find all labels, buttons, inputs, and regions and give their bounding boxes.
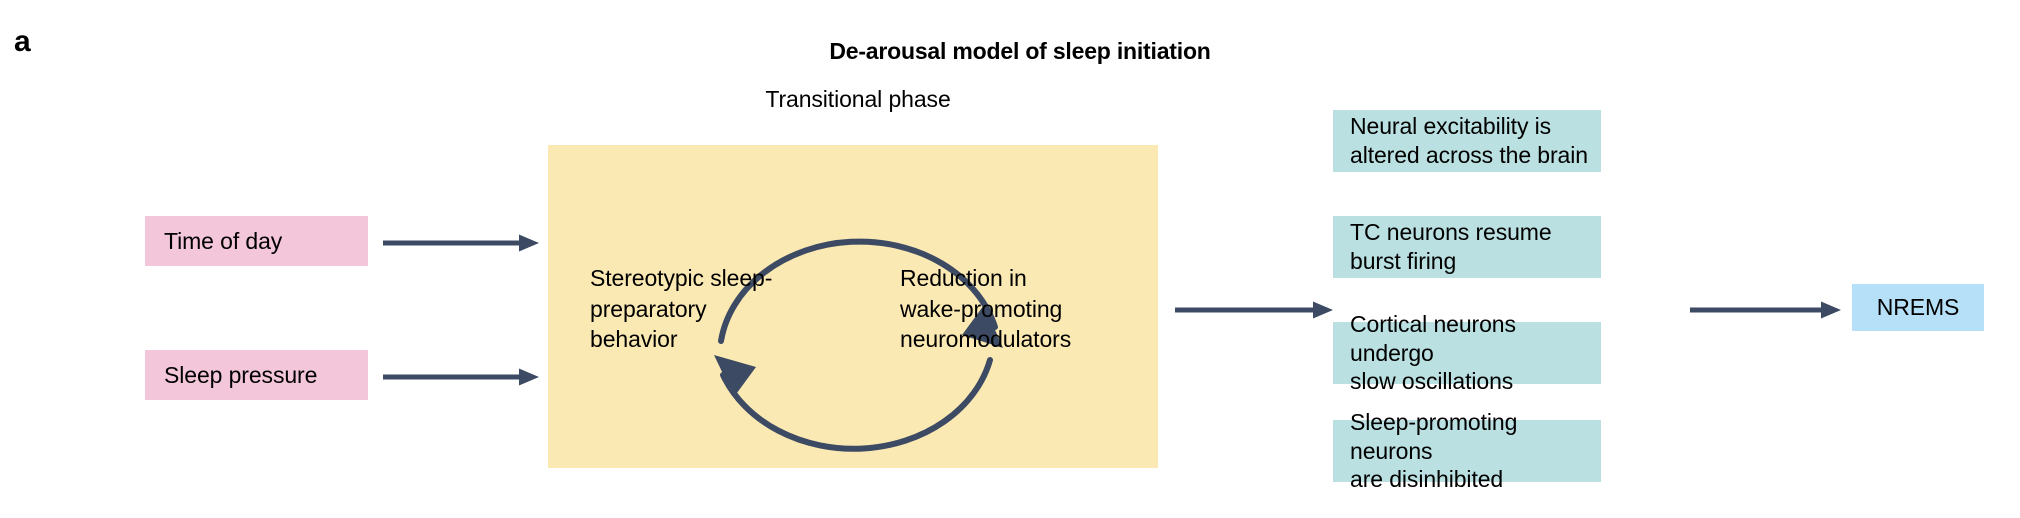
cycle-node-reduction-neuromodulators: Reduction in wake-promoting neuromodulat… xyxy=(900,263,1140,355)
cycle-node-left-line-2: preparatory xyxy=(590,295,707,322)
arrow-sleep-pressure-to-cycle xyxy=(383,368,539,386)
cycle-node-right-line-3: neuromodulators xyxy=(900,326,1072,353)
result-box-nrems-label: NREMS xyxy=(1876,294,1960,321)
input-box-time-of-day-label: Time of day xyxy=(164,227,283,254)
outcome-box-neural-excitability: Neural excitability is altered across th… xyxy=(1333,110,1601,172)
outcome-2-line-2: burst firing xyxy=(1350,248,1457,274)
cycle-node-right-line-1: Reduction in xyxy=(900,265,1027,291)
figure-title: De-arousal model of sleep initiation xyxy=(829,38,1211,64)
cycle-back-arrowhead xyxy=(714,355,756,397)
cycle-node-left-line-1: Stereotypic sleep- xyxy=(590,265,773,291)
arrow-time-of-day-to-cycle xyxy=(383,234,539,252)
input-box-time-of-day: Time of day xyxy=(145,216,368,266)
outcome-1-line-1: Neural excitability is xyxy=(1350,113,1552,140)
outcome-2-line-1: TC neurons resume xyxy=(1350,219,1552,246)
transitional-phase-caption: Transitional phase xyxy=(765,86,951,112)
outcome-box-tc-neurons-burst-firing: TC neurons resume burst firing xyxy=(1333,216,1601,278)
result-box-nrems: NREMS xyxy=(1852,284,1984,331)
outcome-box-cortical-slow-oscillations: Cortical neurons undergo slow oscillatio… xyxy=(1333,311,1601,394)
outcome-3-line-2: slow oscillations xyxy=(1350,368,1514,395)
cycle-arrows xyxy=(714,238,1003,452)
cycle-node-stereotypic-behavior: Stereotypic sleep- preparatory behavior xyxy=(590,263,800,355)
transitional-phase-box xyxy=(548,145,1158,468)
arrow-cycle-to-outcomes xyxy=(1175,301,1333,319)
panel-label: a xyxy=(14,25,31,58)
cycle-forward-arrowhead xyxy=(962,305,1003,348)
outcome-1-line-2: altered across the brain xyxy=(1350,142,1588,168)
cycle-forward-arc xyxy=(718,238,998,344)
cycle-back-arc xyxy=(720,357,993,452)
input-box-sleep-pressure-label: Sleep pressure xyxy=(164,361,318,388)
cycle-node-right-line-2: wake-promoting xyxy=(900,295,1063,322)
cycle-node-left-line-3: behavior xyxy=(590,326,678,353)
arrow-outcomes-to-nrems xyxy=(1690,301,1841,319)
outcome-box-sleep-promoting-disinhibited: Sleep-promoting neurons are disinhibited xyxy=(1333,409,1601,492)
outcome-4-line-2: are disinhibited xyxy=(1350,466,1504,493)
outcome-4-line-1: Sleep-promoting neurons xyxy=(1350,408,1518,464)
input-box-sleep-pressure: Sleep pressure xyxy=(145,350,368,400)
outcome-3-line-1: Cortical neurons undergo xyxy=(1350,310,1516,366)
